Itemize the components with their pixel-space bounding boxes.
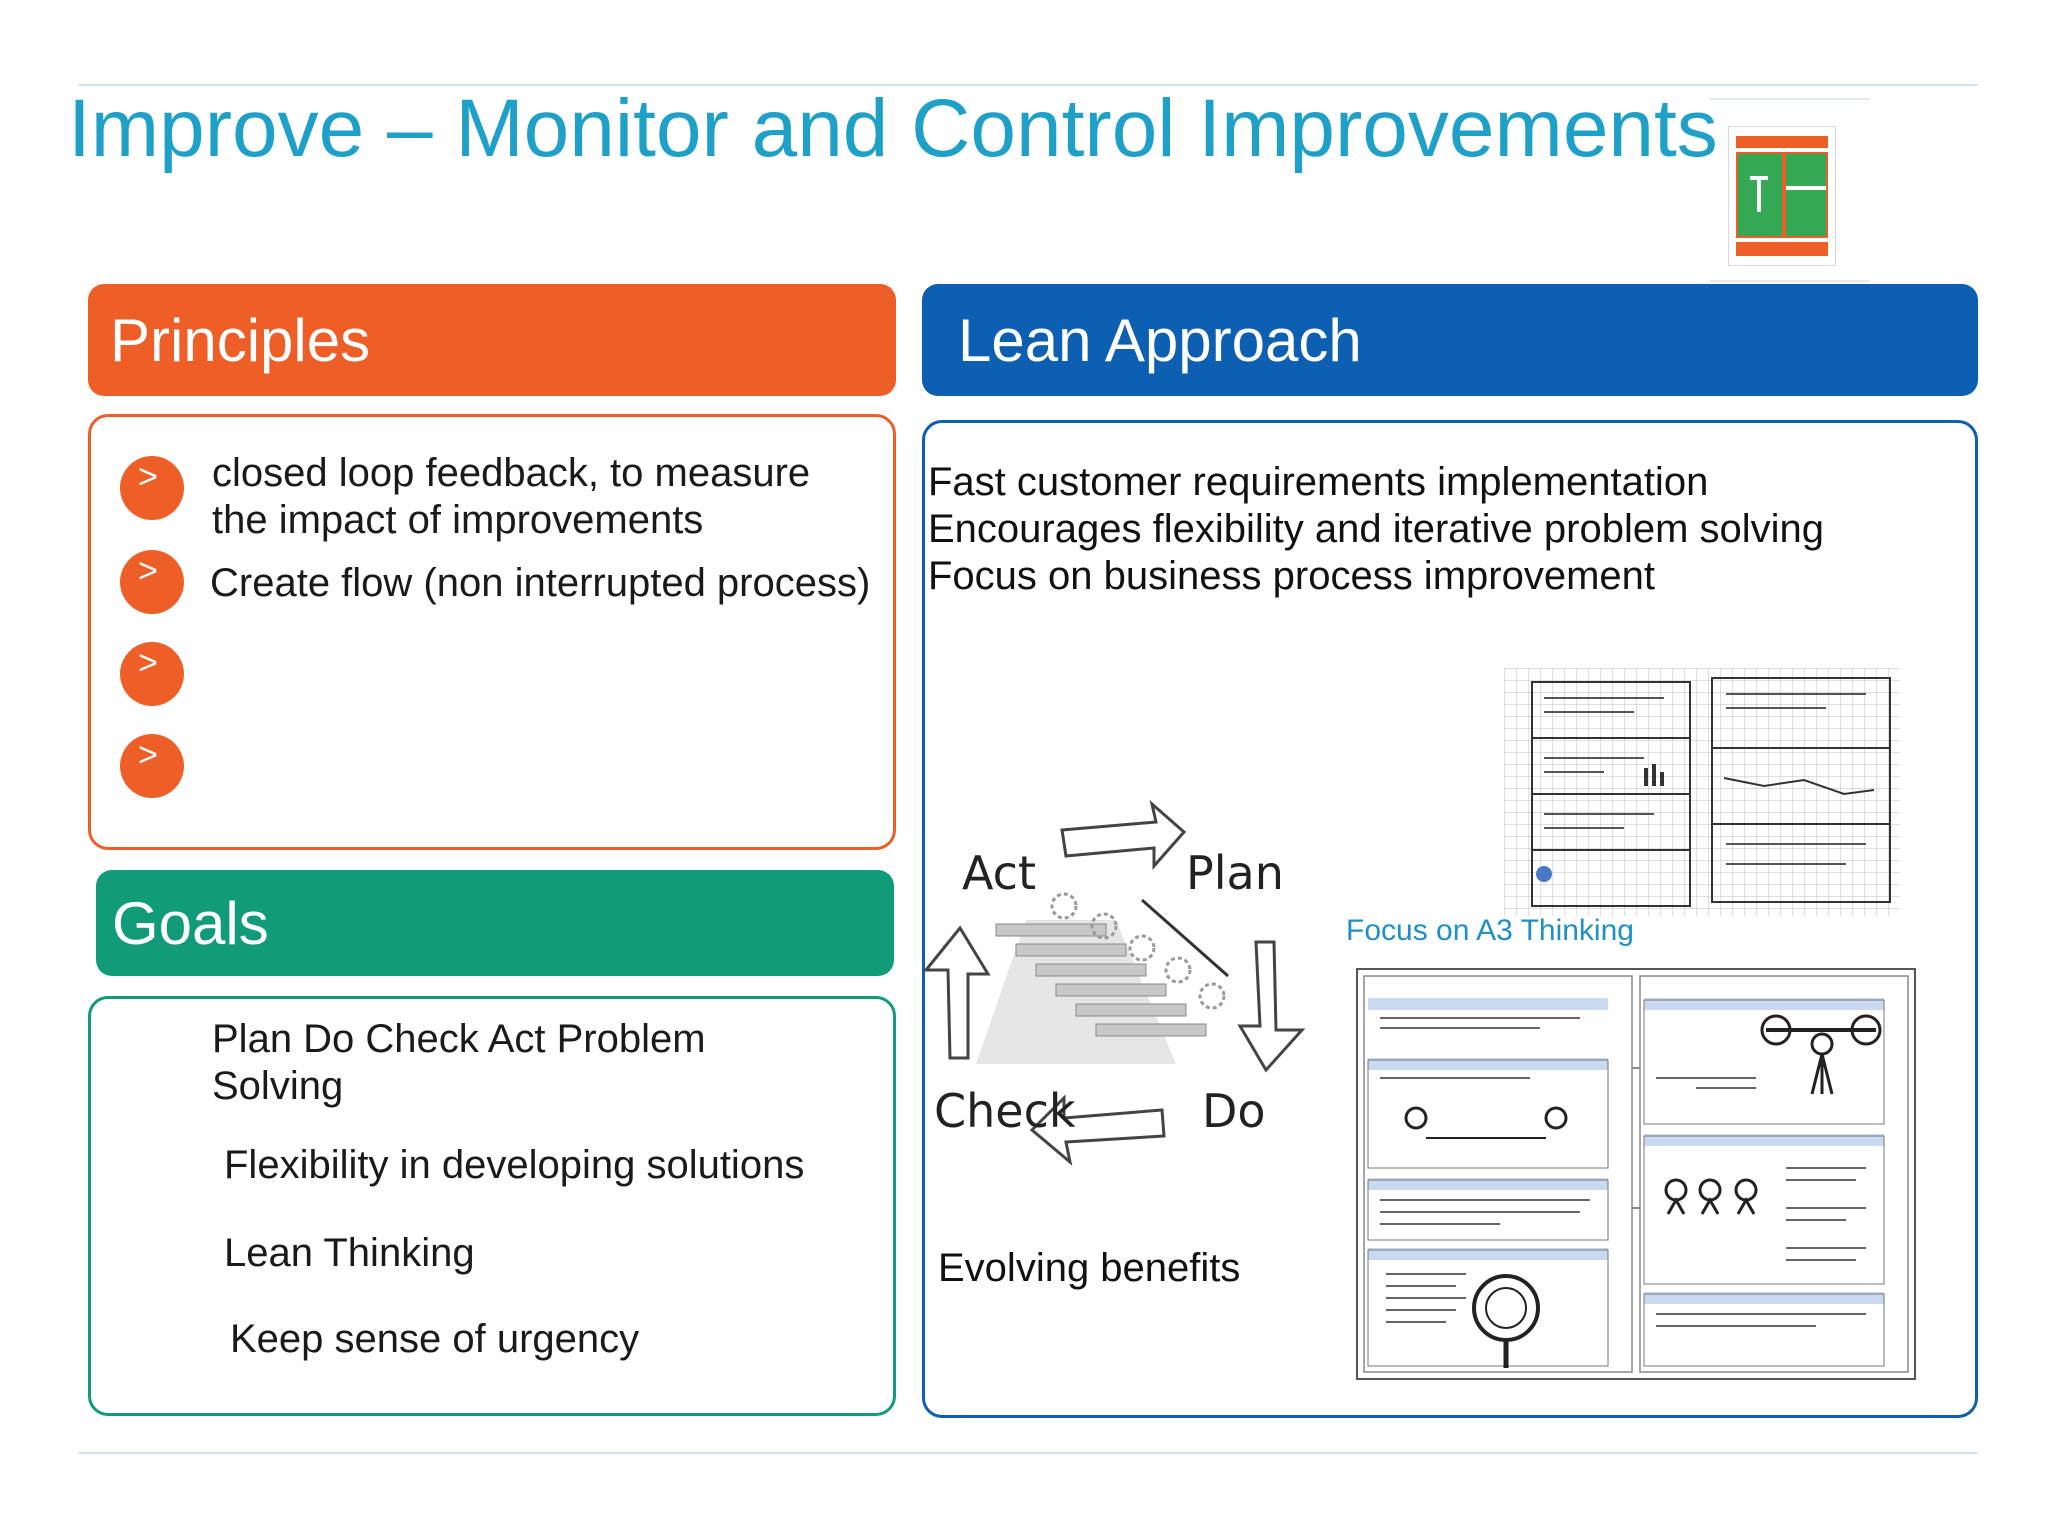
goal-item: Keep sense of urgency [230, 1317, 640, 1361]
lean-approach-header-label: Lean Approach [958, 306, 1362, 374]
cycle-label-check: Check [934, 1084, 1076, 1138]
goals-header: Goals [96, 870, 894, 976]
cycle-label-plan: Plan [1186, 846, 1284, 900]
principles-header-label: Principles [110, 306, 371, 374]
pdca-cycle-diagram [922, 799, 1306, 1166]
a3-caption: Focus on A3 Thinking [1346, 914, 1634, 947]
bullet-icon: > [120, 642, 184, 706]
top-divider [78, 84, 1978, 86]
bottom-divider [78, 1452, 1978, 1454]
logo-frame [1710, 98, 1870, 282]
bullet-icon: > [120, 456, 184, 520]
arrow-up-icon [922, 925, 991, 1060]
goal-item: Flexibility in developing solutions [224, 1143, 805, 1187]
bullet-icon: > [120, 734, 184, 798]
principle-item: closed loop feedback, to measure the imp… [212, 451, 811, 542]
principles-header: Principles [88, 284, 896, 396]
lean-line: Focus on business process improvement [928, 554, 1655, 598]
evolving-benefits-label: Evolving benefits [938, 1246, 1241, 1290]
goals-header-label: Goals [112, 889, 269, 957]
arrow-right-icon [1060, 799, 1187, 870]
lean-approach-header: Lean Approach [922, 284, 1978, 396]
principle-item: Create flow (non interrupted process) [210, 561, 871, 605]
lean-line: Fast customer requirements implementatio… [928, 460, 1709, 504]
bullet-icon: > [120, 550, 184, 614]
arrow-left-icon [1029, 1094, 1166, 1166]
cycle-label-act: Act [962, 846, 1036, 900]
goal-item: Lean Thinking [224, 1231, 475, 1275]
goals-panel [88, 996, 896, 1416]
principles-panel [88, 414, 896, 850]
arrow-down-icon [1237, 940, 1306, 1073]
page-title: Improve – Monitor and Control Improvemen… [68, 83, 1718, 174]
company-logo-icon [1728, 126, 1836, 266]
a3-report-image [1356, 968, 1916, 1380]
goal-item: Plan Do Check Act Problem Solving [212, 1017, 706, 1108]
a3-sketch-image [1504, 668, 1900, 916]
cycle-label-do: Do [1202, 1084, 1266, 1138]
lean-line: Encourages flexibility and iterative pro… [928, 507, 1825, 551]
